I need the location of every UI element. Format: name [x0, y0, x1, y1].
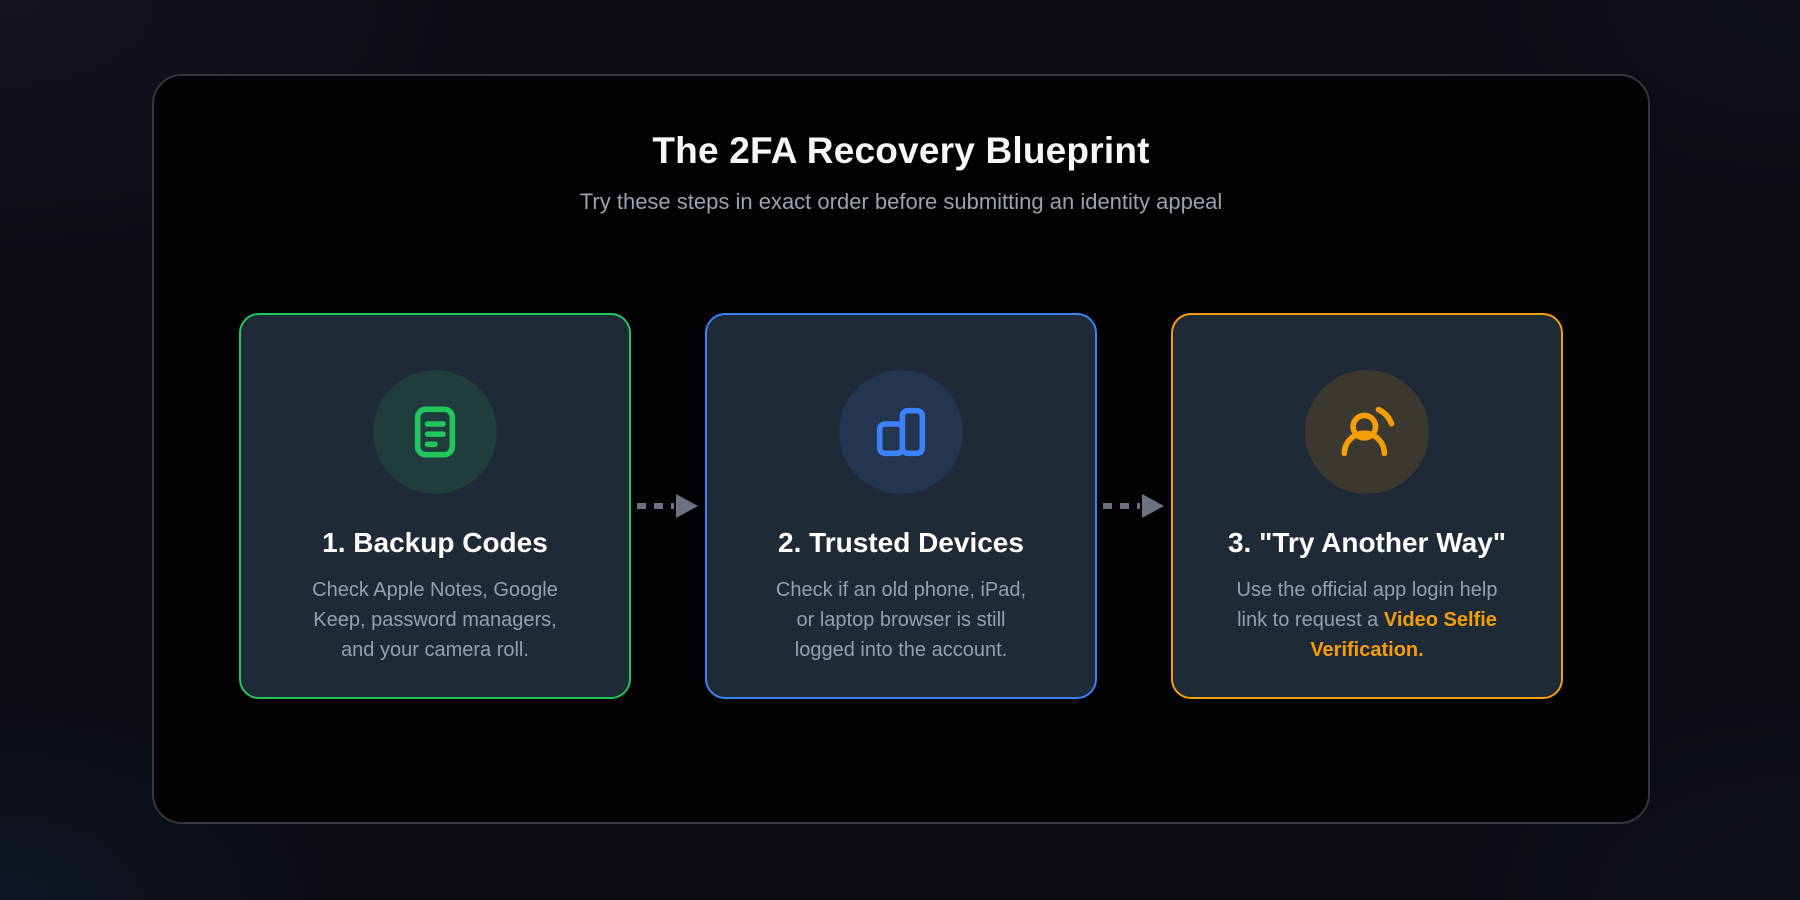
- flow-arrow-2: [1097, 491, 1171, 521]
- step2-title: 2. Trusted Devices: [778, 527, 1024, 558]
- step3-description: Use the official app login help link to …: [1236, 579, 1498, 661]
- page-subtitle: Try these steps in exact order before su…: [579, 189, 1223, 214]
- dashed-arrow-right-icon: [637, 494, 698, 518]
- step2-icon-badge: [839, 370, 963, 494]
- step3-icon-badge: [1305, 370, 1429, 494]
- step-card-backup-codes: 1. Backup Codes Check Apple Notes, Googl…: [239, 313, 631, 699]
- header: The 2FA Recovery Blueprint Try these ste…: [580, 130, 1222, 215]
- dashed-arrow-right-icon: [1103, 494, 1164, 518]
- user-selfie-icon: [1341, 406, 1395, 457]
- step-card-trusted-devices: 2. Trusted Devices Check if an old phone…: [705, 313, 1097, 699]
- step3-title: 3. "Try Another Way": [1227, 527, 1507, 558]
- step1-icon-badge: [373, 370, 497, 494]
- step1-title: 1. Backup Codes: [322, 527, 548, 558]
- notepad-icon: [414, 406, 456, 458]
- steps-flow: 1. Backup Codes Check Apple Notes, Googl…: [239, 313, 1563, 699]
- flow-arrow-1: [631, 491, 705, 521]
- recovery-blueprint-panel: The 2FA Recovery Blueprint Try these ste…: [152, 74, 1650, 824]
- step3-highlight: Video Selfie Verification.: [1310, 609, 1497, 661]
- step1-description: Check Apple Notes, Google Keep, password…: [312, 579, 558, 661]
- step-card-try-another-way: 3. "Try Another Way" Use the official ap…: [1171, 313, 1563, 699]
- page-title: The 2FA Recovery Blueprint: [652, 130, 1150, 171]
- devices-icon: [876, 407, 926, 457]
- step2-description: Check if an old phone, iPad, or laptop b…: [775, 579, 1027, 661]
